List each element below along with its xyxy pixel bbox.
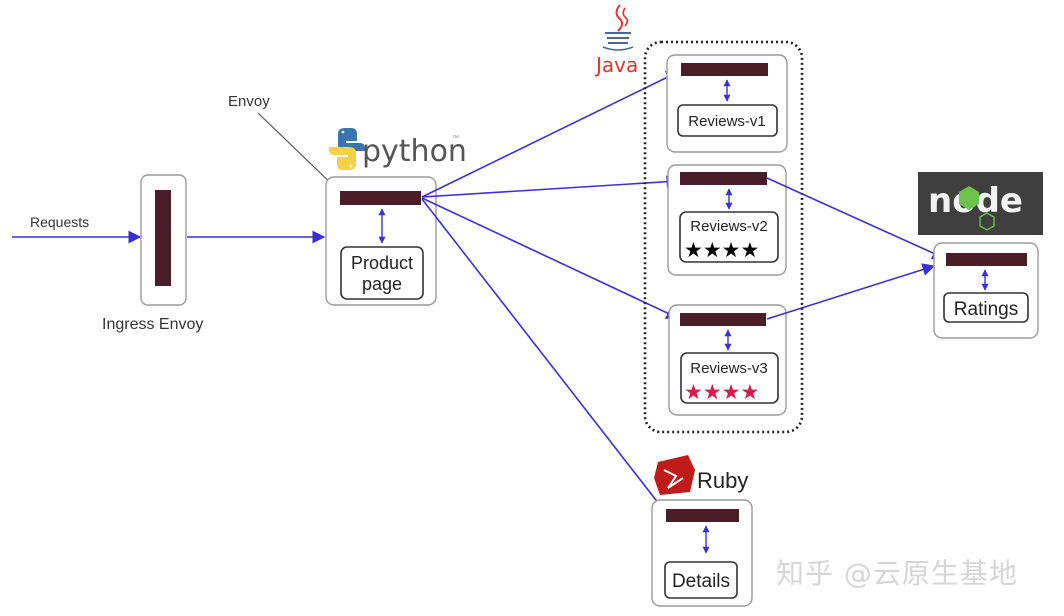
envoy-label: Envoy [228, 93, 270, 110]
reviews-v2-envoy-bar [680, 172, 767, 185]
python-snake-icon [329, 128, 365, 170]
productpage-to-reviews-v2-arrow [421, 175, 680, 198]
ingress-envoy-proxy-bar [155, 190, 171, 286]
reviews-v1-label: Reviews-v1 [688, 113, 766, 130]
ingress-envoy-label: Ingress Envoy [102, 316, 203, 333]
java-logo: Java [594, 4, 638, 77]
python-text: python [362, 134, 467, 169]
productpage-to-details-arrow [421, 198, 667, 515]
productpage-label-line1: Product [351, 253, 413, 273]
nodejs-logo: node [918, 172, 1043, 235]
reviews-v3-app-box [680, 352, 779, 404]
productpage-service[interactable]: Product page [325, 176, 437, 306]
productpage-to-reviews-v1-arrow [421, 71, 680, 198]
reviews-v3-label: Reviews-v3 [690, 360, 768, 377]
reviews-v1-service[interactable]: Reviews-v1 [666, 54, 788, 153]
reviews-v2-stars: ★★★★ [684, 239, 759, 262]
details-service[interactable]: Details [651, 499, 753, 607]
ruby-text: Ruby [697, 468, 748, 493]
ratings-service[interactable]: Ratings [933, 242, 1039, 339]
python-logo: python ™ [329, 128, 467, 170]
java-cup-icon [602, 4, 634, 51]
productpage-to-reviews-v3-arrow [421, 197, 680, 319]
reviews-v2-to-ratings-arrow [766, 177, 946, 260]
reviews-v2-service[interactable]: Reviews-v2 ★★★★ [667, 164, 787, 276]
productpage-label-line2: page [362, 274, 402, 294]
reviews-v3-service[interactable]: Reviews-v3 ★★★★ [668, 304, 787, 416]
ratings-label: Ratings [954, 299, 1018, 320]
python-tm: ™ [452, 135, 459, 142]
details-label: Details [672, 571, 730, 592]
reviews-v3-stars: ★★★★ [684, 381, 759, 404]
ingress-envoy[interactable] [140, 174, 187, 306]
reviews-v1-envoy-bar [681, 63, 768, 76]
ratings-envoy-bar [946, 253, 1027, 266]
details-envoy-bar [666, 509, 739, 522]
ratings-app-box [943, 292, 1029, 323]
java-text: Java [594, 53, 638, 77]
requests-label: Requests [30, 214, 89, 230]
reviews-v3-envoy-bar [680, 313, 766, 326]
details-app-box [664, 561, 738, 599]
reviews-v2-app-box [679, 211, 779, 263]
reviews-v3-to-ratings-arrow [766, 263, 936, 320]
reviews-service-group [643, 40, 804, 434]
envoy-callout-line [257, 112, 341, 193]
nodejs-hexagon-icon [959, 186, 979, 210]
productpage-app-box [340, 246, 424, 300]
ruby-logo: Ruby [654, 455, 748, 495]
nodejs-js-hexagon-icon [979, 212, 995, 231]
reviews-v2-label: Reviews-v2 [690, 218, 768, 235]
reviews-v1-app-box [677, 104, 778, 137]
productpage-envoy-bar [340, 191, 421, 205]
zhihu-watermark: 知乎 @云原生基地 [776, 557, 1018, 590]
